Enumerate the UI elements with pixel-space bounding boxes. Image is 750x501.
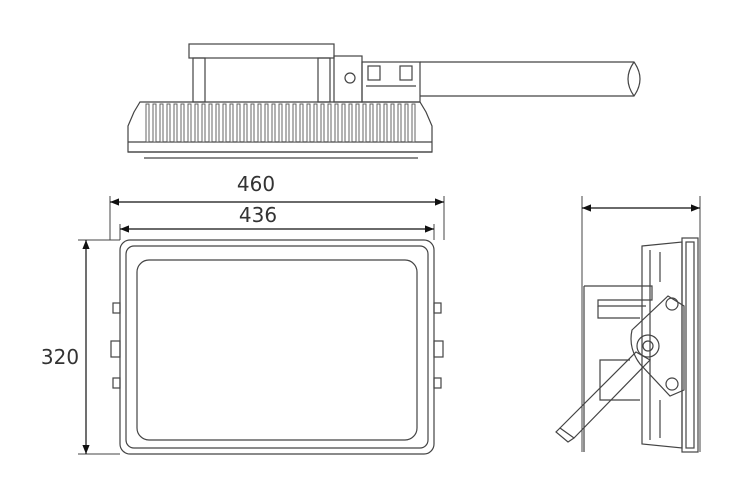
heatsink-fin bbox=[348, 103, 353, 143]
heatsink-fin bbox=[180, 103, 185, 143]
dimension-height: 320 bbox=[41, 239, 120, 455]
heatsink-fin bbox=[390, 103, 395, 143]
side-arm bbox=[559, 351, 651, 439]
heatsink-fin bbox=[327, 103, 332, 143]
top-bracket-plate bbox=[188, 43, 335, 59]
top-cable-arm bbox=[420, 61, 641, 97]
heatsink-fin bbox=[194, 103, 199, 143]
heatsink-fin bbox=[362, 103, 367, 143]
heatsink-fin bbox=[166, 103, 171, 143]
heatsink-fin bbox=[383, 103, 388, 143]
dimension-overall-width: 460 bbox=[109, 172, 445, 240]
front-view bbox=[110, 239, 444, 455]
heatsink-fin bbox=[292, 103, 297, 143]
top-cable-gland bbox=[361, 61, 421, 103]
heatsink-fin bbox=[369, 103, 374, 143]
heatsink-fin bbox=[285, 103, 290, 143]
heatsink-fin bbox=[145, 103, 150, 143]
heatsink-fin bbox=[334, 103, 339, 143]
top-bracket-leg-left bbox=[192, 57, 206, 103]
heatsink-fin bbox=[243, 103, 248, 143]
top-heatsink-fins bbox=[145, 103, 416, 143]
side-pivot-plate bbox=[630, 295, 685, 397]
side-pivot-knob bbox=[636, 334, 660, 358]
front-lug-left-top bbox=[112, 302, 121, 314]
dimension-inner-width: 436 bbox=[119, 203, 435, 240]
heatsink-fin bbox=[264, 103, 269, 143]
heatsink-fin bbox=[208, 103, 213, 143]
front-lug-right-top bbox=[433, 302, 442, 314]
heatsink-fin bbox=[313, 103, 318, 143]
front-lug-left-bottom bbox=[112, 377, 121, 389]
top-mount-hub bbox=[333, 55, 363, 103]
front-lug-right-bottom bbox=[433, 377, 442, 389]
front-lug-left-mid bbox=[110, 340, 121, 358]
dimension-label-height: 320 bbox=[41, 345, 79, 369]
heatsink-fin bbox=[215, 103, 220, 143]
heatsink-fin bbox=[152, 103, 157, 143]
side-pivot-bolt-top bbox=[665, 297, 679, 311]
heatsink-fin bbox=[411, 103, 416, 143]
heatsink-fin bbox=[397, 103, 402, 143]
heatsink-fin bbox=[306, 103, 311, 143]
top-heatsink-body bbox=[127, 101, 433, 153]
heatsink-fin bbox=[250, 103, 255, 143]
top-mount-bolt bbox=[344, 72, 356, 84]
heatsink-fin bbox=[222, 103, 227, 143]
heatsink-fin bbox=[271, 103, 276, 143]
heatsink-fin bbox=[278, 103, 283, 143]
side-pivot-bolt-bottom bbox=[665, 377, 679, 391]
heatsink-fin bbox=[320, 103, 325, 143]
front-lens bbox=[136, 259, 418, 441]
top-bracket-leg-right bbox=[317, 57, 331, 103]
front-lug-right-mid bbox=[433, 340, 444, 358]
side-view bbox=[555, 196, 701, 453]
front-housing bbox=[119, 239, 435, 455]
heatsink-fin bbox=[404, 103, 409, 143]
heatsink-fin bbox=[299, 103, 304, 143]
heatsink-fin bbox=[187, 103, 192, 143]
side-bracket-lower bbox=[599, 359, 640, 401]
heatsink-fin bbox=[236, 103, 241, 143]
top-view bbox=[127, 43, 641, 159]
heatsink-fin bbox=[341, 103, 346, 143]
side-bracket-upper bbox=[584, 285, 653, 307]
heatsink-fin bbox=[201, 103, 206, 143]
heatsink-fin bbox=[257, 103, 262, 143]
dimension-label-overall-width: 460 bbox=[237, 172, 275, 196]
dimension-label-inner-width: 436 bbox=[239, 203, 277, 227]
heatsink-fin bbox=[173, 103, 178, 143]
side-body bbox=[641, 241, 683, 449]
heatsink-fin bbox=[229, 103, 234, 143]
heatsink-fin bbox=[159, 103, 164, 143]
heatsink-fin bbox=[355, 103, 360, 143]
heatsink-fin bbox=[376, 103, 381, 143]
